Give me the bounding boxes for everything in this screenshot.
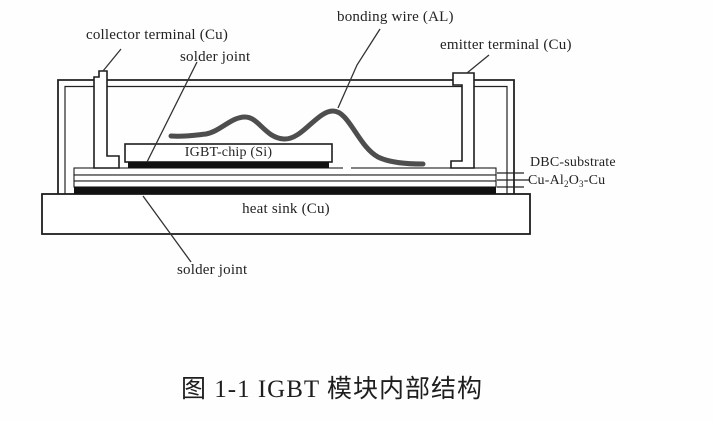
substrate-callout-marks <box>497 172 530 188</box>
leader-collector <box>102 48 122 72</box>
label-emitter-terminal: emitter terminal (Cu) <box>440 37 572 53</box>
label-heat-sink: heat sink (Cu) <box>242 201 330 217</box>
dbc-formula-post: -Cu <box>583 173 606 188</box>
copper-trace-gap <box>343 166 351 170</box>
collector-terminal-shape <box>93 70 120 169</box>
dbc-formula-sub2: 2 <box>564 179 569 189</box>
label-bonding-wire: bonding wire (AL) <box>337 9 454 25</box>
label-solder-joint-top: solder joint <box>180 49 251 65</box>
figure-caption: 图 1-1 IGBT 模块内部结构 <box>181 376 483 403</box>
leader-solder-top <box>146 61 198 163</box>
leader-lines <box>102 28 490 263</box>
label-solder-joint-bottom: solder joint <box>177 262 248 278</box>
leader-bonding-wire <box>337 28 381 109</box>
module-case-outline <box>57 79 515 194</box>
dbc-formula-pre: Cu-Al <box>528 173 564 188</box>
dbc-formula-sub3: 3 <box>579 179 584 189</box>
emitter-terminal-shape <box>450 72 475 169</box>
label-igbt-chip: IGBT-chip (Si) <box>184 145 273 160</box>
leader-solder-bottom <box>142 195 192 263</box>
label-collector-terminal: collector terminal (Cu) <box>86 27 229 43</box>
label-dbc-substrate: DBC-substrate <box>530 155 616 170</box>
dbc-substrate-layers <box>73 166 497 194</box>
dbc-formula-mid: O <box>568 173 580 188</box>
label-dbc-formula: Cu-Al2O3-Cu <box>528 173 605 190</box>
heat-sink-shape <box>41 193 531 235</box>
bonding-wire-shape <box>168 108 426 167</box>
chip-solder-layer <box>128 162 329 168</box>
leader-emitter <box>466 54 490 74</box>
igbt-chip-shape <box>124 143 333 168</box>
